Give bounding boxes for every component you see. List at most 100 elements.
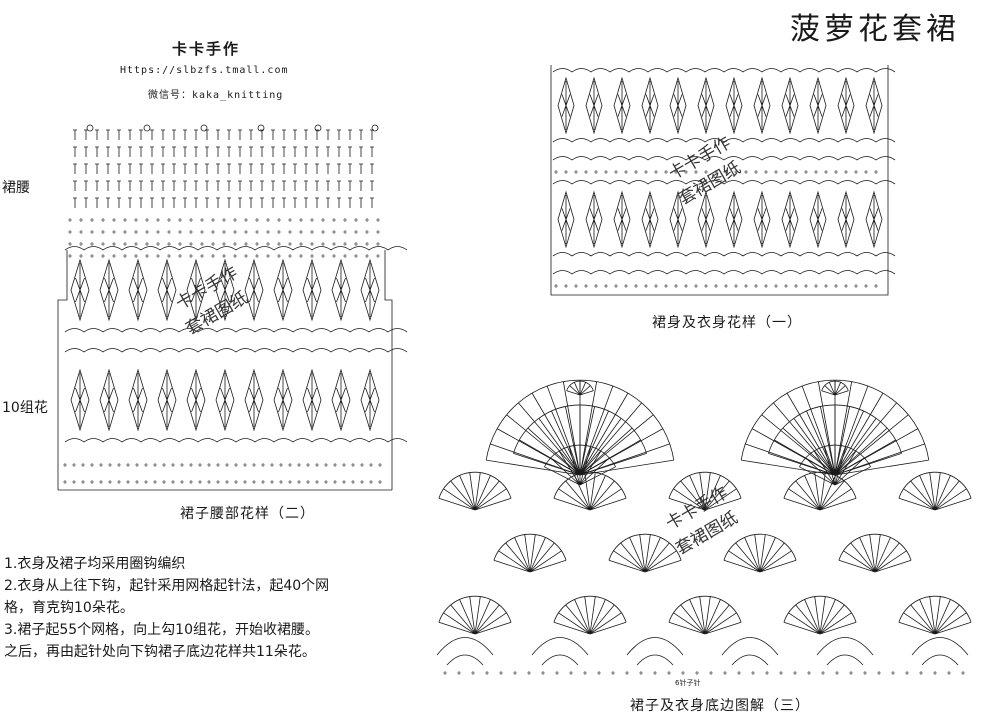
fan-spokes xyxy=(668,472,742,511)
double-crochet-row xyxy=(73,129,374,140)
waist-caption: 裙子腰部花样（二） xyxy=(180,506,315,522)
pineapple-motif xyxy=(753,190,771,249)
pineapple-motif xyxy=(360,258,380,322)
motif-stroke xyxy=(841,81,851,130)
motif-stroke xyxy=(729,195,739,244)
motif-stroke xyxy=(336,263,346,317)
chain-arc-row xyxy=(552,180,896,185)
pineapple-motif xyxy=(641,190,659,249)
fan-spokes xyxy=(799,445,871,486)
fan-spokes xyxy=(723,534,797,573)
motif-stroke xyxy=(336,373,346,427)
motif-stroke xyxy=(307,263,317,317)
pineapple-motif xyxy=(186,258,206,322)
picot-mark xyxy=(257,124,265,132)
chain-arc-row xyxy=(552,138,896,143)
motif-stroke xyxy=(104,263,114,317)
motif-stroke xyxy=(249,263,259,317)
motif-stroke xyxy=(757,195,767,244)
fan-arc xyxy=(838,533,912,561)
motif-stroke xyxy=(645,81,655,130)
fan-arc xyxy=(553,595,627,623)
stitch-dot-row xyxy=(68,242,380,246)
motif-stroke xyxy=(785,81,795,130)
fan-spokes xyxy=(838,534,912,573)
pineapple-motif xyxy=(302,258,322,322)
chain-arc-row xyxy=(552,156,896,161)
fan-arc xyxy=(783,471,857,499)
motif-stroke xyxy=(561,81,571,130)
note-line: 1.衣身及裙子均采用圈钩编织 xyxy=(4,556,186,572)
fan-arc xyxy=(608,533,682,561)
hem-chain-arc xyxy=(626,637,684,656)
chart-outline xyxy=(57,250,393,490)
pineapple-motif xyxy=(837,190,855,249)
fan-arc xyxy=(768,404,902,454)
stitch-dot-row xyxy=(443,671,965,675)
motif-stroke xyxy=(162,263,172,317)
note-line: 3.裙子起55个网格，向上勾10组花，开始收裙腰。 xyxy=(4,622,319,638)
fan-spokes xyxy=(898,472,972,511)
fan-arc xyxy=(493,533,567,561)
motif-stroke xyxy=(869,195,879,244)
motif-stroke xyxy=(841,195,851,244)
fan-spokes xyxy=(741,380,929,476)
motif-stroke xyxy=(191,373,201,427)
stitch-dot-row xyxy=(554,170,878,174)
wechat-id: 微信号：kaka_knitting xyxy=(148,90,284,101)
motif-stroke xyxy=(673,195,683,244)
motif-stroke xyxy=(561,195,571,244)
pineapple-motif xyxy=(585,190,603,249)
pineapple-motif xyxy=(157,368,177,432)
stitch-dot-row xyxy=(63,463,382,467)
pineapple-motif xyxy=(585,76,603,135)
pineapple-motif xyxy=(99,258,119,322)
pineapple-motif xyxy=(725,190,743,249)
fan-arc xyxy=(553,471,627,499)
pineapple-motif xyxy=(157,258,177,322)
chain-arc-row xyxy=(64,246,408,251)
motif-stroke xyxy=(757,81,767,130)
pineapple-motif xyxy=(273,368,293,432)
motif-stroke xyxy=(191,263,201,317)
fan-arc xyxy=(799,444,871,467)
fan-spokes xyxy=(553,596,627,635)
motif-stroke xyxy=(701,195,711,244)
page-title: 菠萝花套裙 xyxy=(790,12,960,47)
pineapple-motif xyxy=(244,368,264,432)
motif-stroke xyxy=(104,373,114,427)
motif-stroke xyxy=(220,263,230,317)
fan-arc xyxy=(898,471,972,499)
pineapple-motif xyxy=(215,368,235,432)
waist-stitch-chart: 卡卡手作 套裙图纸 xyxy=(57,124,408,491)
hem-chain-arc xyxy=(636,654,674,666)
hem-chain-arc xyxy=(721,637,779,656)
motif-stroke xyxy=(365,263,375,317)
fan-arc xyxy=(438,471,512,499)
motif-stroke xyxy=(617,81,627,130)
motif-stroke xyxy=(673,81,683,130)
picot-mark xyxy=(314,124,322,132)
hem-stitch-chart: 卡卡手作 套裙图纸 6针子针 xyxy=(436,379,972,687)
pineapple-motif xyxy=(865,76,883,135)
motif-stroke xyxy=(75,263,85,317)
note-line: 2.衣身从上往下钩，起针采用网格起针法，起40个网 xyxy=(4,578,330,594)
pineapple-motif xyxy=(70,368,90,432)
motif-stroke xyxy=(645,195,655,244)
fan-spokes xyxy=(783,472,857,511)
double-crochet-row xyxy=(73,180,374,191)
stitch-dot-row xyxy=(68,254,380,258)
pineapple-motif xyxy=(781,190,799,249)
motif-stroke xyxy=(307,373,317,427)
picot-mark xyxy=(143,124,151,132)
pineapple-motif xyxy=(613,76,631,135)
note-line: 格，育克钩10朵花。 xyxy=(4,600,134,616)
fan-arc xyxy=(668,471,742,499)
hem-chain-arc xyxy=(531,637,589,656)
motif-stroke xyxy=(365,373,375,427)
fan-spokes xyxy=(821,381,849,396)
double-crochet-row xyxy=(73,146,374,157)
pineapple-motif xyxy=(809,76,827,135)
chart-outline xyxy=(550,65,889,296)
motif-stroke xyxy=(813,195,823,244)
